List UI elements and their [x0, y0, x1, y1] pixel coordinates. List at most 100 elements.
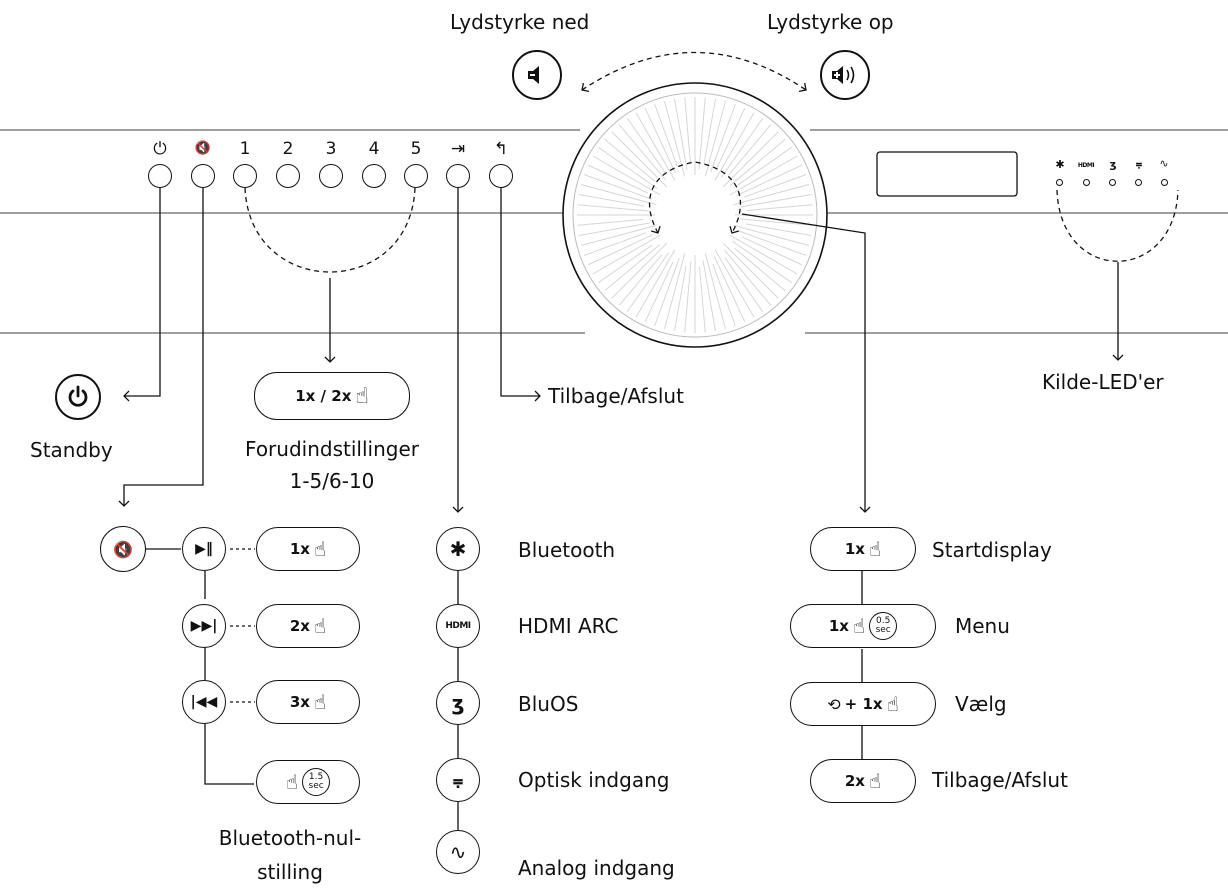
standby-label: Standby: [30, 438, 113, 462]
leds-arc: [1056, 189, 1179, 262]
back-exit-top-label: Tilbage/Afslut: [548, 384, 684, 408]
dial-ray: [577, 219, 644, 226]
dial-ray: [732, 240, 792, 284]
volume-up-icon: [820, 50, 870, 100]
dial-ray: [684, 97, 691, 164]
back-button[interactable]: [489, 164, 513, 188]
dial-ray: [618, 254, 662, 306]
dial-ray: [580, 183, 657, 206]
preset-4-label: 4: [368, 139, 380, 159]
led-hdmi-icon: HDMI: [1077, 162, 1095, 169]
hand-tap-icon: ☝: [313, 614, 327, 638]
bt-reset-label-line1: Bluetooth-nul-: [218, 826, 362, 850]
bt-reset-hold-unit: sec: [308, 781, 324, 791]
dial-ray: [604, 244, 661, 292]
dial-ray: [626, 118, 666, 173]
preset-5-label: 5: [410, 139, 422, 159]
standby-icon: [55, 374, 101, 420]
bluos-icon: ʒ: [436, 681, 480, 725]
preset-1-label: 1: [239, 139, 251, 159]
dial-ray: [746, 204, 813, 211]
dial-ray: [733, 183, 810, 206]
preset-2-button[interactable]: [276, 164, 300, 188]
preset-3-button[interactable]: [319, 164, 343, 188]
bluetooth-label: Bluetooth: [518, 538, 616, 562]
dial-ray: [722, 242, 779, 299]
led-bluos-icon: ʒ: [1109, 158, 1117, 171]
dial-ray: [741, 236, 803, 266]
dial-ray: [654, 103, 678, 167]
dial-ray: [737, 146, 792, 186]
dial-ray: [580, 224, 657, 247]
panel-outline: [0, 129, 1228, 334]
menu-count: 1x: [828, 617, 849, 635]
preset-4-button[interactable]: [362, 164, 386, 188]
preset-5-button[interactable]: [404, 164, 428, 188]
play-pause-pill: 1x ☝: [256, 527, 360, 571]
dial-ray: [729, 138, 786, 186]
volume-down-label: Lydstyrke ned: [450, 10, 590, 34]
power-icon: ⏻: [153, 139, 167, 159]
dial-ray: [663, 253, 686, 330]
led-optical: [1135, 179, 1142, 186]
led-hdmi: [1083, 179, 1090, 186]
led-optical-icon: ⩦: [1135, 157, 1143, 170]
dial-ray: [716, 107, 746, 169]
back-exit-bottom-label: Tilbage/Afslut: [932, 768, 1068, 792]
back-exit-count: 2x: [844, 772, 865, 790]
bt-reset-label: Bluetooth-nul- stilling: [180, 826, 400, 884]
led-analog: [1161, 179, 1168, 186]
dial-ray: [592, 234, 661, 275]
dial-ray: [618, 124, 666, 181]
led-analog-icon: ∿: [1159, 157, 1169, 170]
presets-label-line2: 1-5/6-10: [289, 469, 375, 493]
preset-1-button[interactable]: [233, 164, 257, 188]
dial-ray: [644, 107, 677, 174]
hand-tap-icon: ☝: [852, 614, 866, 638]
rotate-dial-icon: ⟲: [827, 694, 841, 714]
source-leds-label: Kilde-LED'er: [1042, 370, 1164, 394]
start-display-count: 1x: [844, 540, 865, 558]
volume-arc: [581, 51, 807, 93]
source-button[interactable]: [446, 164, 470, 188]
mute-icon: 🔇: [194, 141, 212, 156]
menu-label: Menu: [955, 614, 1010, 638]
dial-ray: [684, 260, 692, 333]
hdmi-icon-text: HDMI: [445, 621, 471, 631]
next-pill: 2x ☝: [256, 604, 360, 648]
dial-ray: [598, 146, 658, 190]
analog-icon: ∿: [436, 830, 480, 874]
next-count: 2x: [289, 617, 310, 635]
dial-ray: [740, 218, 813, 226]
start-display-label: Startdisplay: [932, 538, 1052, 562]
hdmi-icon: HDMI: [436, 604, 480, 648]
dial-ray: [578, 194, 644, 207]
dial-ray: [577, 204, 650, 212]
presets-arc: [244, 187, 416, 273]
dial-ray: [714, 112, 755, 181]
power-button[interactable]: [148, 164, 172, 188]
dial-ray: [698, 97, 706, 170]
hand-tap-icon: ☝: [355, 383, 369, 409]
dial-ray: [578, 222, 650, 236]
dial-ray: [736, 164, 803, 197]
analog-label: Analog indgang: [518, 856, 675, 880]
dial-ray: [654, 258, 680, 327]
optical-icon: ⩦: [436, 758, 480, 802]
select-label: Vælg: [955, 692, 1007, 716]
dial-ray: [702, 260, 716, 332]
dial-ray: [743, 174, 807, 198]
led-bluetooth-icon: ✱: [1055, 158, 1065, 171]
presets-label-line1: Forudindstillinger: [245, 437, 419, 461]
dial-ray: [583, 232, 647, 256]
bluos-label: BluOS: [518, 692, 579, 716]
presets-pill: 1x / 2x ☝: [254, 372, 410, 420]
mute-button[interactable]: [191, 164, 215, 188]
bt-reset-label-line2: stilling: [257, 860, 323, 884]
dial-ray: [740, 194, 812, 208]
select-count: + 1x: [844, 695, 883, 713]
next-track-icon: ▶▶|: [182, 604, 226, 648]
menu-hold-value: 0.5: [875, 616, 891, 626]
source-icon: ⇥: [450, 139, 466, 159]
